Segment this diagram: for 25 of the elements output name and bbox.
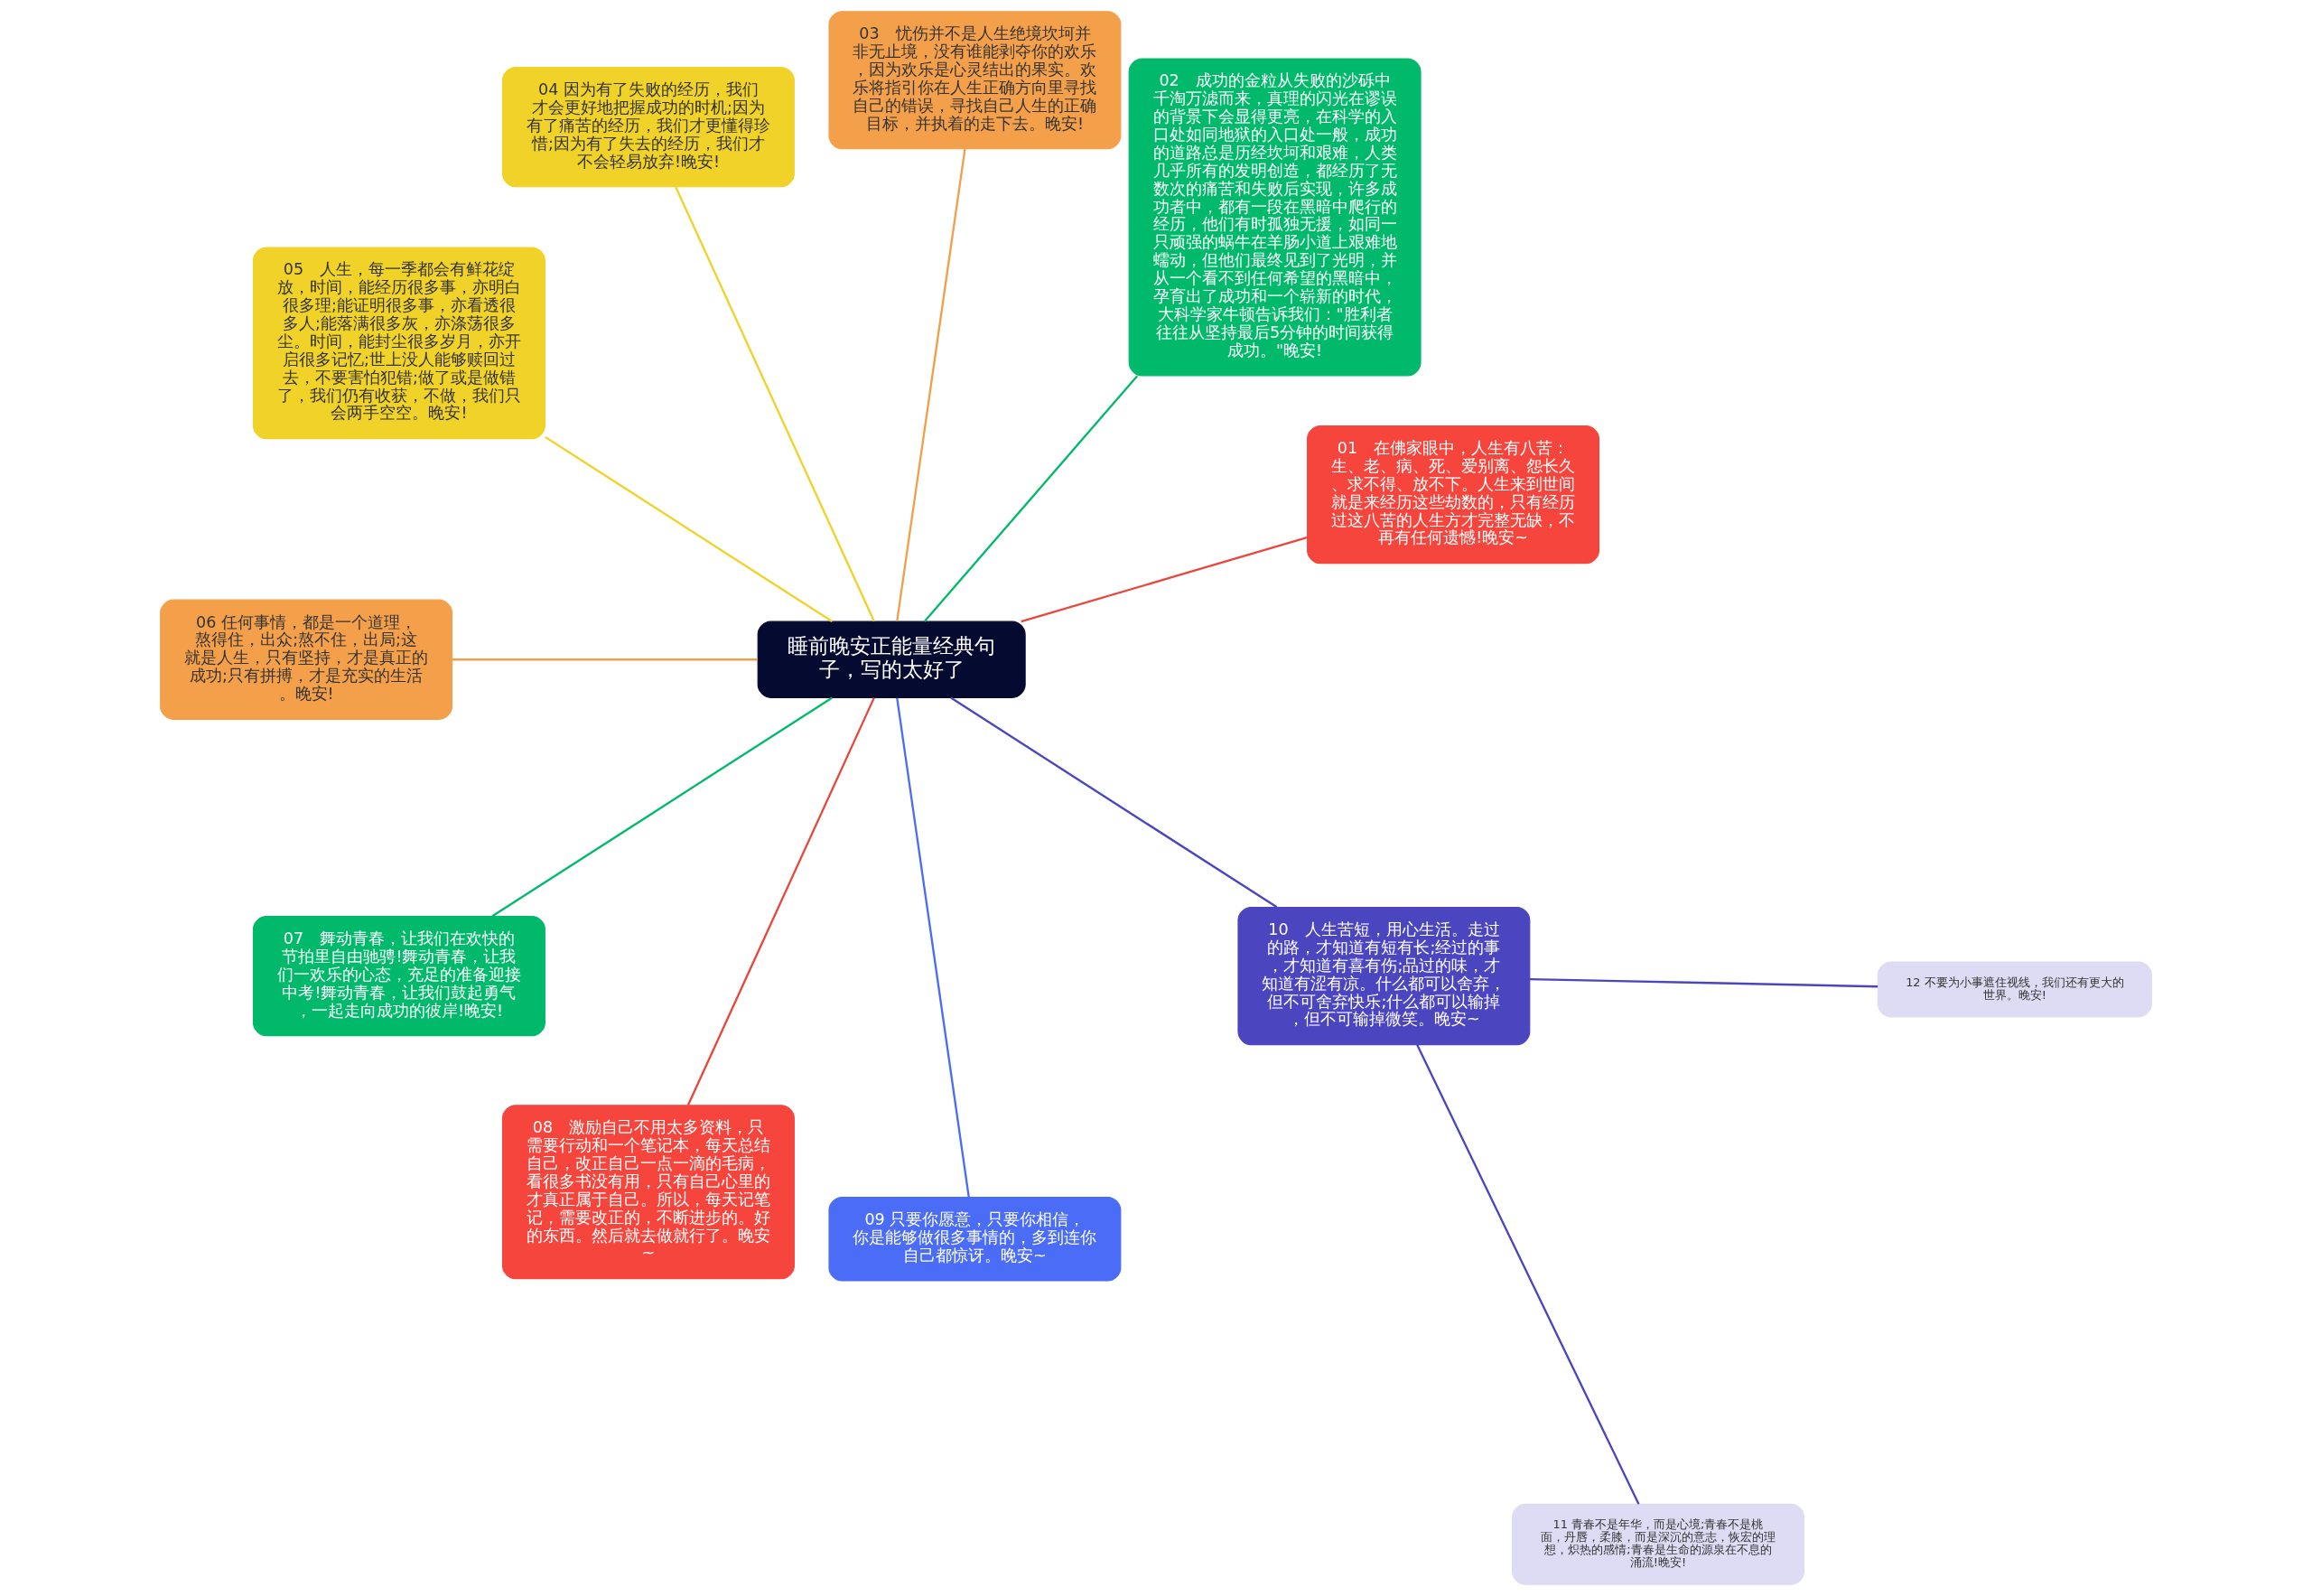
connector	[452, 658, 758, 661]
connector	[545, 435, 834, 622]
node-box: 10 人生苦短，用心生活。走过的路，才知道有短有长;经过的事，才知道有喜有伤;品过的味，才知道有涩有凉。什么都可以舍弃，但不可舍弃快乐;什么都可以输掉，但不可输掉微笑。晚安~	[1237, 907, 1531, 1046]
node-box: 04 因为有了失败的经历，我们才会更好地把握成功的时机;因为有了痛苦的经历，我们才更懂得珍惜;因为有了失去的经历，我们才不会轻易放弃!晚安!	[501, 67, 795, 188]
node-box: 12 不要为小事遮住视线，我们还有更大的世界。晚安!	[1877, 961, 2152, 1018]
node-box: 09 只要你愿意，只要你相信，你是能够做很多事情的，多到连你自己都惊讶。晚安~	[828, 1196, 1122, 1282]
node-box: 07 舞动青春，让我们在欢快的节拍里自由驰骋!舞动青春，让我们一欢乐的心态，充足的准备迎接中考!舞动青春，让我们鼓起勇气，一起走向成功的彼岸!晚安!	[252, 915, 545, 1037]
connector	[491, 696, 834, 918]
connector	[896, 697, 970, 1198]
connector	[1416, 1044, 1640, 1505]
node-box: 02 成功的金粒从失败的沙砾中千淘万滤而来，真理的闪光在谬误的背景下会显得更亮，在科学的入口处如同地狱的入口处一般，成功的道路总是历经坎坷和艰难，人类几乎所有的发明创造，都经历了无数次的痛苦和失败后实现，许多成功者中，都有一段在黑暗中爬行的经历，他们有时孤独无援，如同一只顽强的蜗牛在羊肠小道上艰难地蠕动，但他们最终见到了光明，并从一个看不到任何希望的黑暗中，孕育出了成功和一个崭新的时代，大科学家牛顿告诉我们："胜利者往往从坚持最后5分钟的时间获得成功。"晚安!	[1128, 58, 1422, 377]
connector	[923, 375, 1139, 622]
connector	[675, 186, 875, 622]
connector	[950, 696, 1278, 909]
connector	[1021, 537, 1308, 623]
node-box: 05 人生，每一季都会有鲜花绽放，时间，能经历很多事，亦明白很多理;能证明很多事，亦看透很多人;能落满很多灰，亦涤荡很多尘。时间，能封尘很多岁月，亦开启很多记忆;世上没人能够赎回过去，不要害怕犯错;做了或是做错了，我们仍有收获，不做，我们只会两手空空。晚安!	[252, 247, 545, 440]
node-box: 01 在佛家眼中，人生有八苦：生、老、病、死、爱别离、怨长久、求不得、放不下。人生来到世间就是来经历这些劫数的，只有经历过这八苦的人生方才完整无缺，不再有任何遗憾!晚安~	[1307, 425, 1599, 565]
node-box: 睡前晚安正能量经典句子，写的太好了	[757, 621, 1026, 698]
connector	[896, 148, 966, 621]
node-box: 11 青春不是年华，而是心境;青春不是桃面，丹唇，柔膝，而是深沉的意志，恢宏的理想，炽热的感情;青春是生命的源泉在不息的涌流!晚安!	[1512, 1503, 1804, 1585]
node-box: 08 激励自己不用太多资料，只需要行动和一个笔记本，每天总结自己，改正自己一点一滴的毛病，看很多书没有用，只有自己心里的才真正属于自己。所以，每天记笔记，需要改正的，不断进步的。好的东西。然后就去做就行了。晚安~	[501, 1105, 795, 1280]
node-box: 06 任何事情，都是一个道理，熬得住，出众;熬不住，出局;这就是人生，只有坚持，才是真正的成功;只有拼搏，才是充实的生活。晚安!	[160, 599, 453, 720]
connector	[1529, 977, 1878, 988]
node-box: 03 忧伤并不是人生绝境坎坷并非无止境，没有谁能剥夺你的欢乐，因为欢乐是心灵结出的果实。欢乐将指引你在人生正确方向里寻找自己的错误，寻找自己人生的正确目标，并执着的走下去。晚安!	[828, 11, 1122, 150]
connector	[686, 697, 875, 1106]
